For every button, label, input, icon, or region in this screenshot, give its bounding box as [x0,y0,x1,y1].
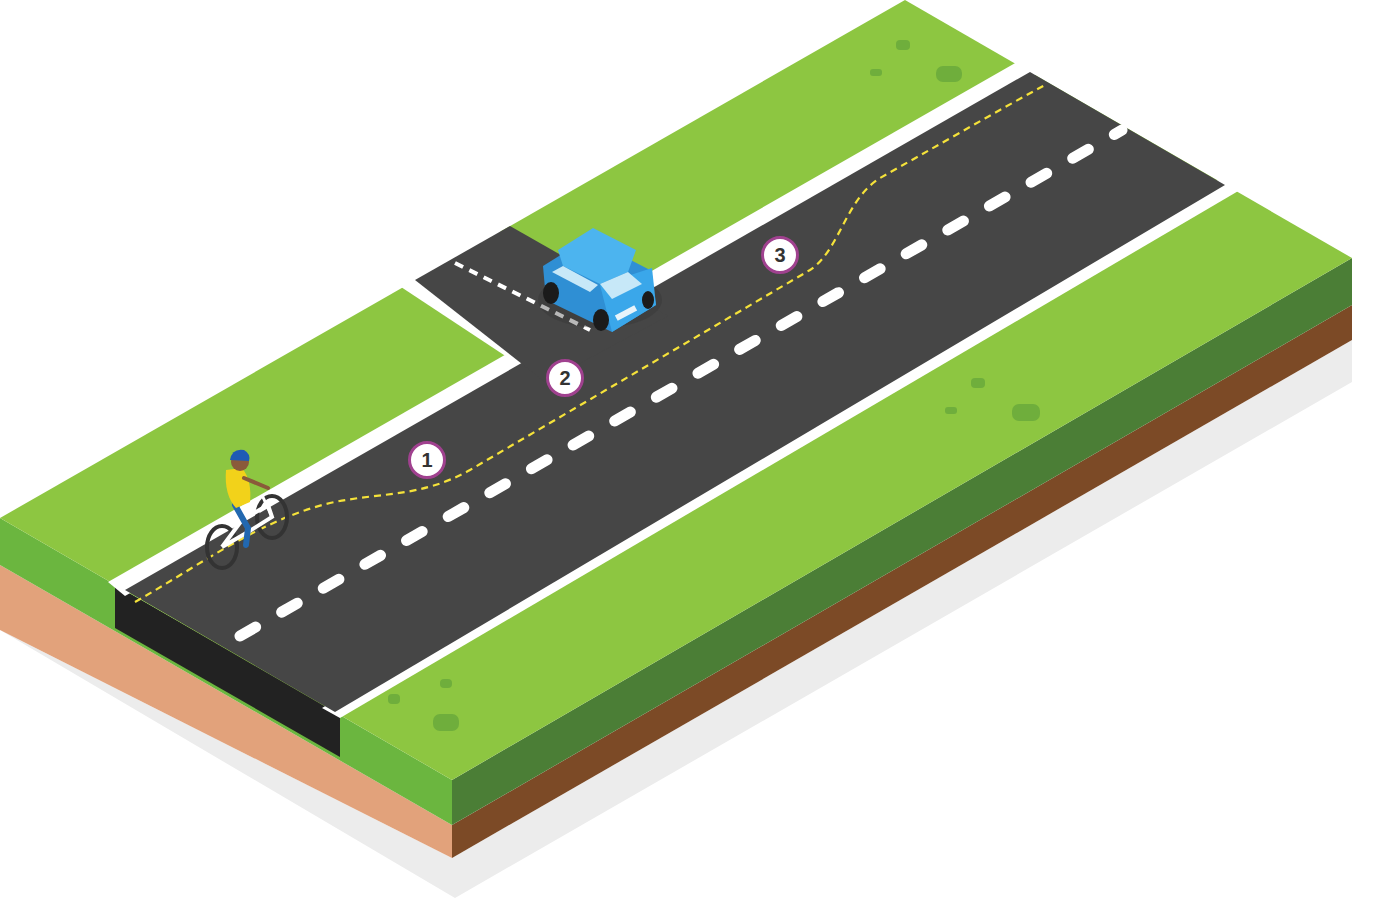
cyclist-path [135,85,1045,602]
car-side-window [552,266,598,292]
car-wheel [593,309,609,331]
side-road [415,226,668,382]
cyclist-arm [244,478,268,488]
callout-circle: 1 [408,441,446,479]
grass-patch [1012,404,1040,421]
bike-frame [222,505,272,547]
car-windshield [600,272,642,299]
callout-number: 1 [421,450,432,470]
grass-patch [870,69,882,76]
cyclist [207,450,287,568]
cyclist-shirt [226,468,251,508]
grass-patch [433,714,459,731]
grass-patch [388,694,400,704]
bike-fork [262,495,272,517]
car [538,228,662,332]
grass-patch [936,66,962,82]
callout-circle: 2 [546,359,584,397]
callout-number: 3 [774,245,785,265]
callout-number: 2 [559,368,570,388]
grass-patch [945,407,957,414]
callout-circle: 3 [761,236,799,274]
cyclist-helmet [230,450,249,461]
bike-wheel [257,496,287,538]
main-road [125,72,1225,712]
grass-patch [896,40,910,50]
grass-top [0,0,1352,780]
car-wheel [543,282,559,304]
cyclist-leg [235,505,248,545]
grass-patch [440,679,452,688]
road-centerline [240,130,1122,636]
car-plate [615,305,637,321]
car-wheel [642,291,654,309]
grass-patch [971,378,985,388]
